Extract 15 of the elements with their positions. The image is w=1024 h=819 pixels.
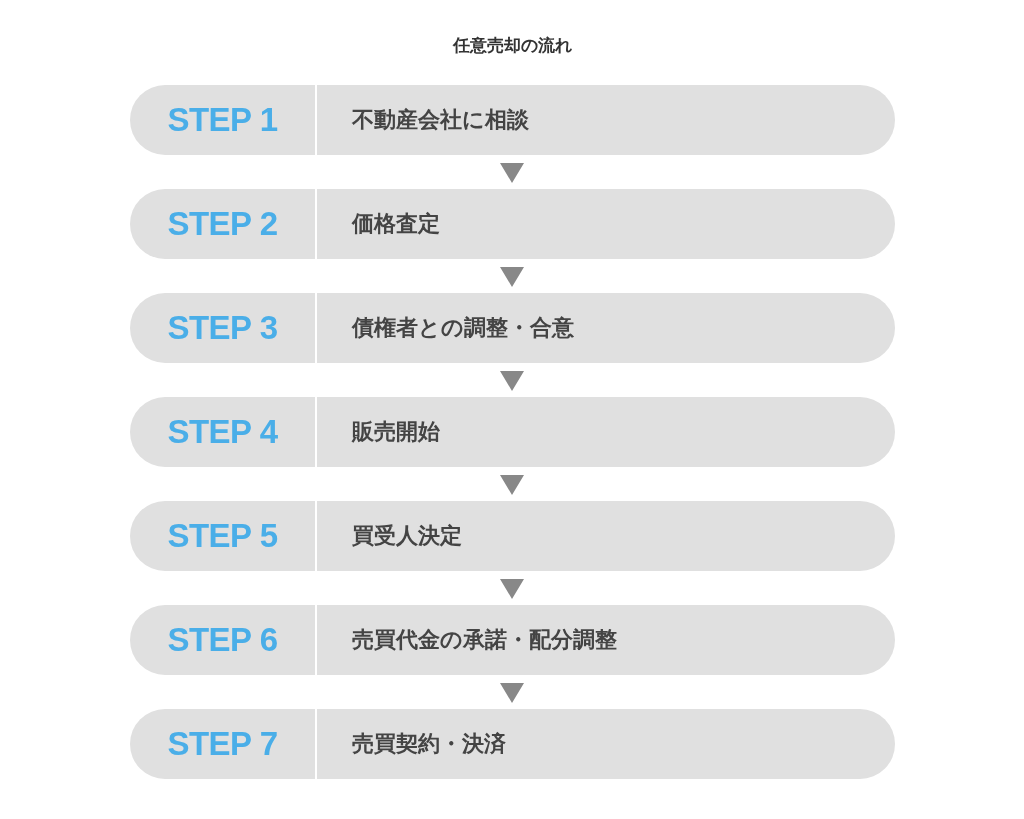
step-label: 売買契約・決済 — [352, 730, 506, 758]
step-label: 販売開始 — [352, 418, 440, 446]
step-label: 売買代金の承諾・配分調整 — [352, 626, 617, 654]
step-number: STEP 3 — [167, 309, 278, 347]
step-number: STEP 2 — [167, 205, 278, 243]
title: 任意売却の流れ — [452, 35, 572, 55]
step-number: STEP 5 — [167, 517, 278, 555]
step-label: 債権者との調整・合意 — [352, 314, 574, 342]
step-number: STEP 6 — [167, 621, 278, 659]
step-number: STEP 7 — [167, 725, 278, 763]
step-label: 価格査定 — [352, 210, 440, 238]
step-number: STEP 4 — [167, 413, 278, 451]
step-label: 不動産会社に相談 — [352, 106, 529, 134]
step-label: 買受人決定 — [352, 522, 462, 550]
step-number: STEP 1 — [167, 101, 278, 139]
